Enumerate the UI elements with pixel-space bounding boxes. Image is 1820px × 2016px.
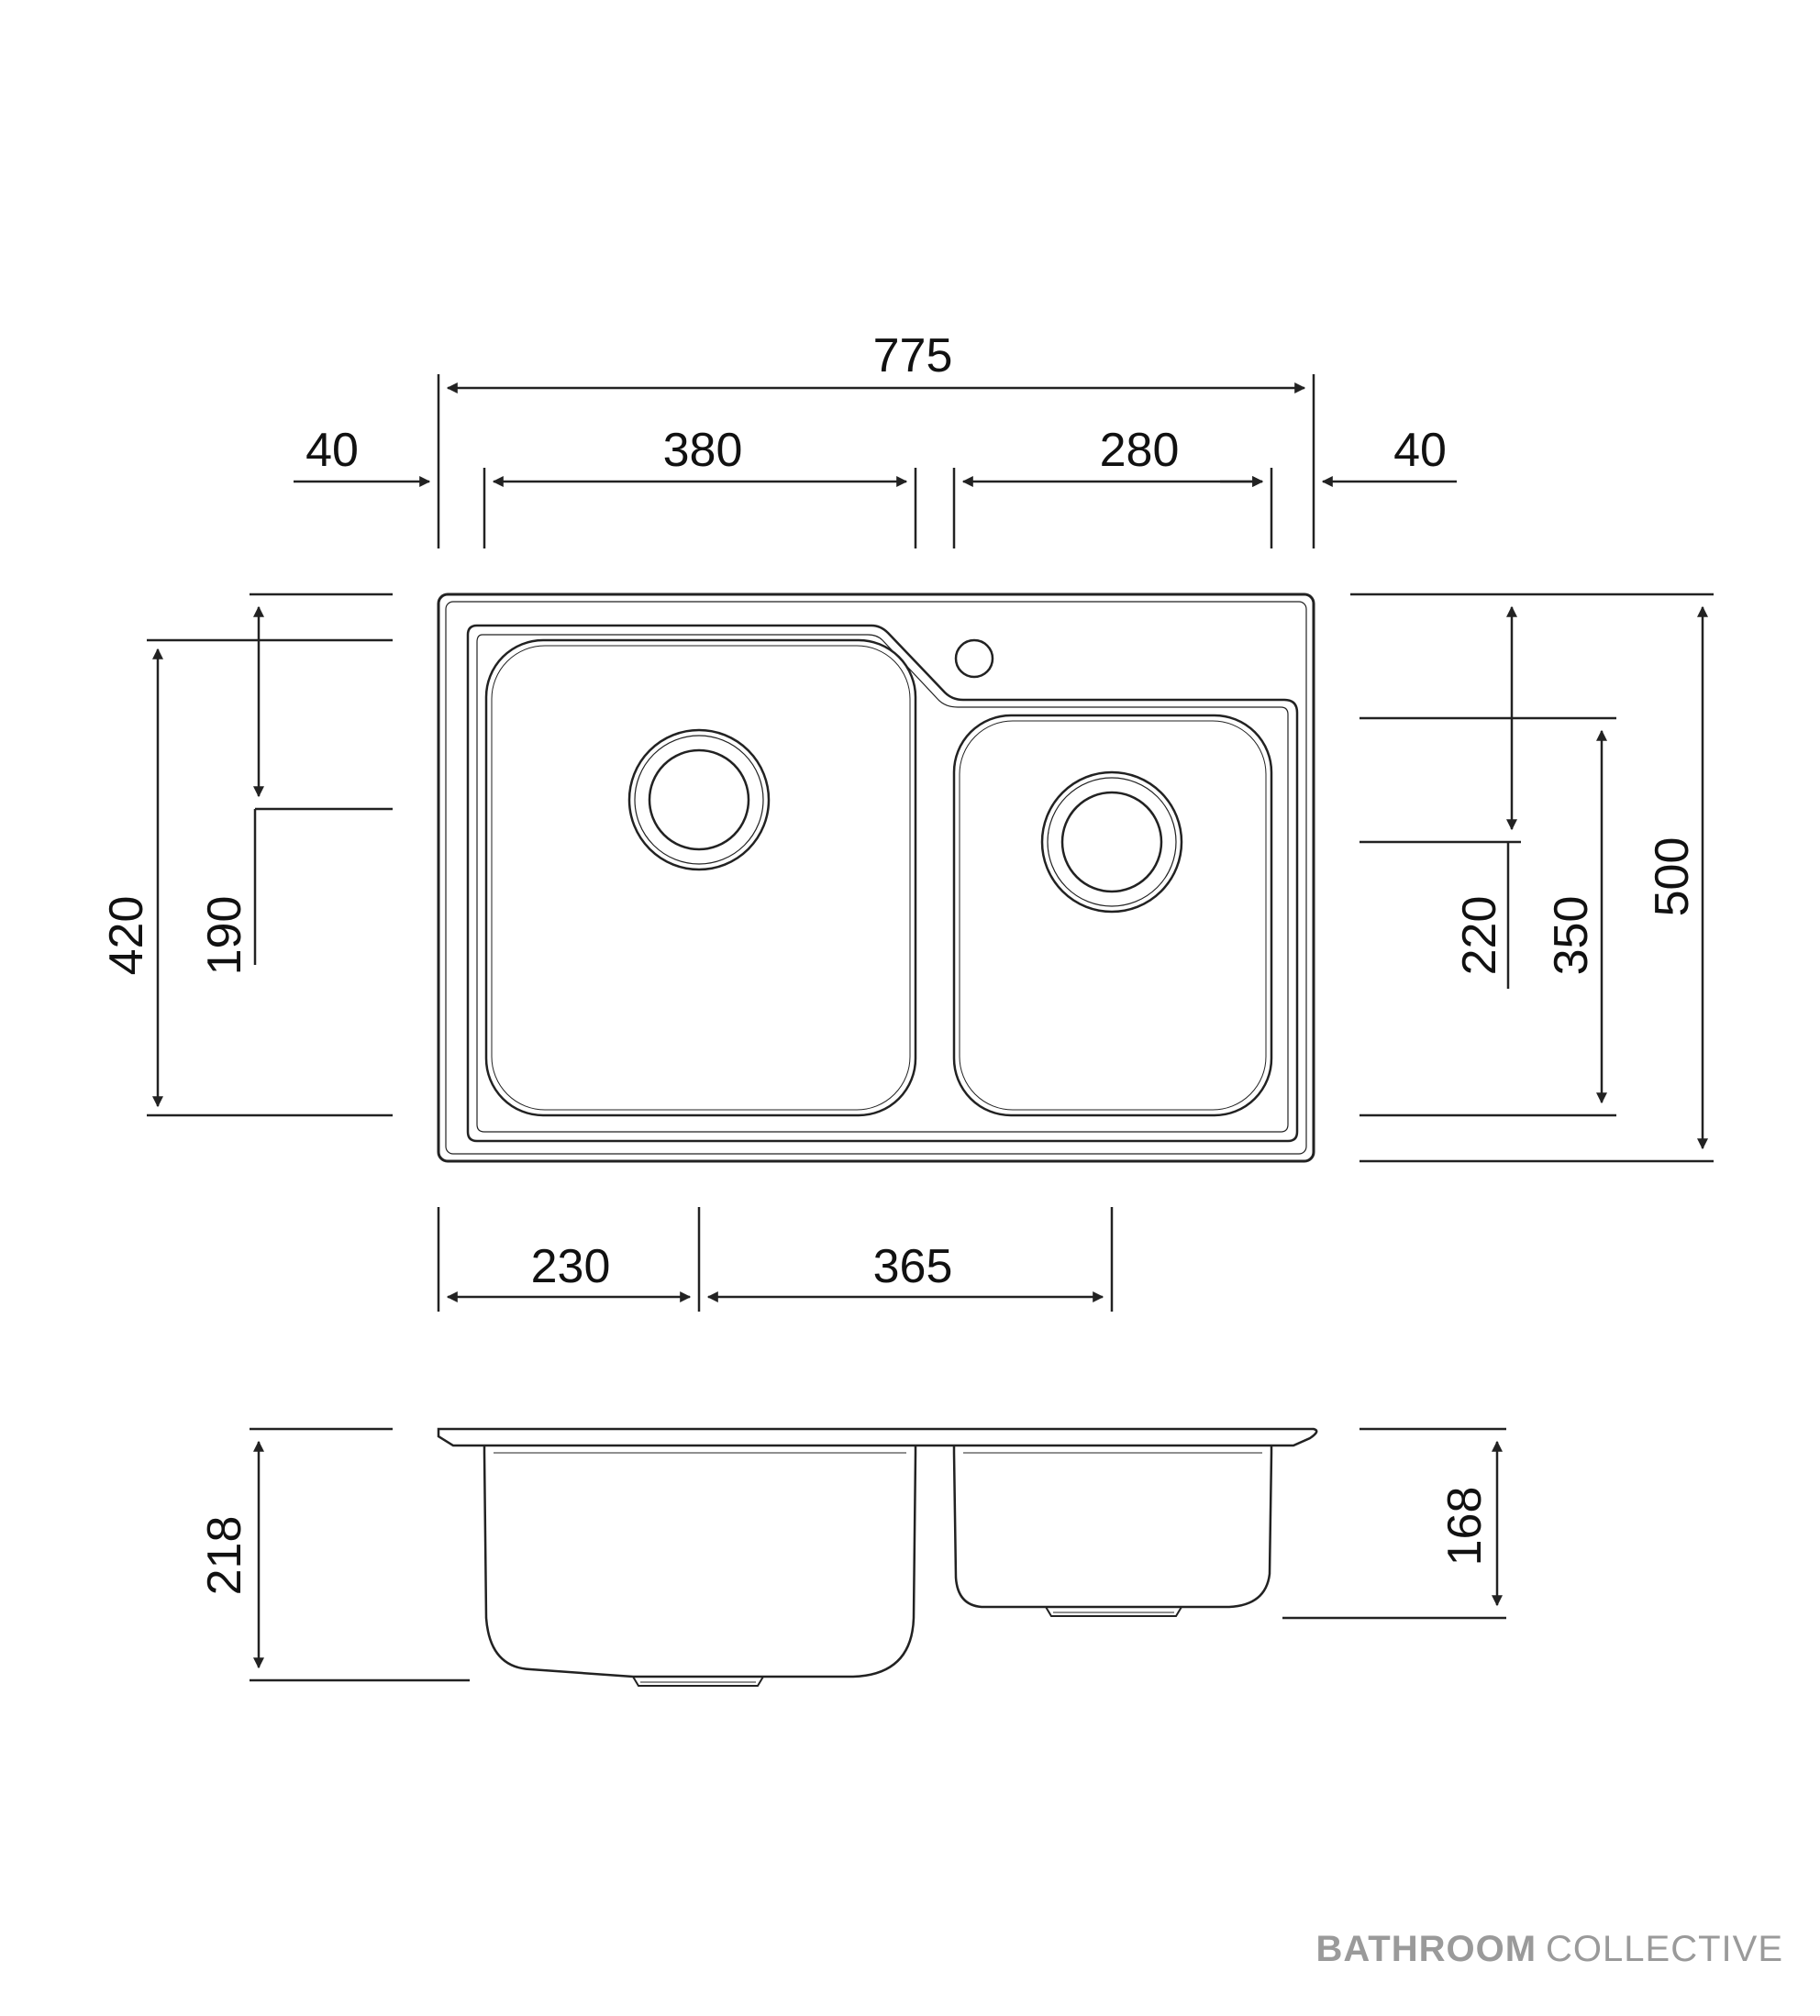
right-waste-inner: [1060, 791, 1163, 893]
left-waste-outer: [627, 728, 771, 871]
right-margin-label: 40: [1393, 424, 1447, 477]
left-side-dimensions: [147, 593, 393, 1117]
left-bowl-height-label: 218: [198, 1516, 251, 1596]
left-bowl: [484, 638, 917, 1117]
top-dimensions: [294, 374, 1457, 548]
right-bowl: [952, 714, 1273, 1117]
sink-outer-rim: [437, 593, 1315, 1163]
right-waste-outer: [1040, 770, 1183, 914]
left-waste-from-edge-label: 230: [531, 1240, 611, 1293]
sink-inner-outline: [466, 624, 1299, 1143]
elevation-rim: [437, 1427, 1318, 1447]
left-waste-offset-label: 190: [198, 896, 251, 976]
overall-depth-label: 500: [1646, 837, 1699, 917]
left-bowl-depth-label: 420: [100, 896, 153, 976]
waste-centre-spacing-label: 365: [873, 1240, 953, 1293]
elevation-right-bowl: [952, 1446, 1273, 1609]
right-waste-offset-label: 220: [1453, 896, 1506, 976]
left-waste-inner: [648, 748, 750, 851]
elevation-left-bowl: [483, 1446, 917, 1678]
right-bowl-height-label: 168: [1438, 1487, 1492, 1567]
sink-plan-view: [437, 593, 1315, 1163]
brand-logo-light: COLLECTIVE: [1546, 1929, 1783, 1969]
tap-hole: [954, 638, 994, 679]
right-bowl-depth-label: 350: [1545, 896, 1598, 976]
sink-side-elevation: [437, 1427, 1318, 1687]
elevation-dimensions: [250, 1427, 1506, 1682]
brand-logo-bold: BATHROOM: [1315, 1929, 1537, 1969]
overall-width-label: 775: [873, 329, 953, 382]
left-bowl-width-label: 380: [663, 424, 743, 477]
right-side-dimensions: [1350, 593, 1714, 1163]
bottom-dimensions: [437, 1207, 1114, 1312]
left-margin-label: 40: [305, 424, 359, 477]
right-bowl-width-label: 280: [1100, 424, 1180, 477]
